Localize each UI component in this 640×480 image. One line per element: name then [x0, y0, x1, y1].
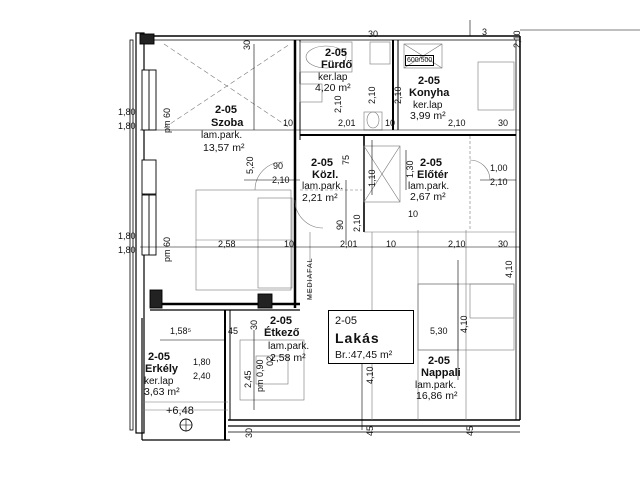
room-name-erkely: Erkély — [145, 363, 179, 375]
corner-mark — [469, 20, 640, 36]
dim-label: 45 — [228, 326, 239, 336]
dim-label: 2,10 — [272, 175, 290, 185]
media-wall-label: MEDIAFAL — [307, 257, 314, 300]
apartment-box: 2-05 Lakás Br.:47,45 m² — [328, 310, 414, 364]
dim-label: 2,45 — [243, 370, 253, 388]
dim-label: 1,10 — [367, 169, 377, 187]
dim-label: 5,20 — [245, 156, 255, 174]
room-code-furdo: 2-05 — [325, 47, 348, 59]
room-area-nappali: 16,86 m² — [416, 390, 458, 402]
room-name-nappali: Nappali — [421, 367, 461, 379]
dim-label: 1,80 — [118, 245, 136, 255]
room-material-szoba: lam.park. — [201, 130, 243, 141]
dim-label: 2,10 — [512, 30, 522, 48]
dim-label: 10 — [408, 209, 419, 219]
room-material-eloter: lam.park. — [408, 181, 450, 192]
room-material-etkezo: lam.park. — [268, 341, 310, 352]
room-material-furdo: ker.lap — [318, 72, 348, 83]
dim-label: 10 — [386, 239, 397, 249]
room-area-furdo: 4,20 m² — [315, 82, 351, 94]
dim-label: 10 — [283, 118, 294, 128]
dim-label: 1,80 — [193, 357, 211, 367]
dim-label: 30 — [498, 118, 509, 128]
dim-label: 02 — [265, 355, 275, 366]
dim-label: 1,80 — [118, 231, 136, 241]
dim-label: 30 — [244, 427, 254, 438]
apartment-code: 2-05 — [335, 315, 358, 327]
dim-label: 1,58⁵ — [170, 326, 192, 336]
dim-label: 1,30 — [405, 160, 415, 178]
dim-label: 2,10 — [448, 118, 466, 128]
level-mark: +6,48 — [166, 405, 194, 417]
dim-label: 45 — [365, 425, 375, 436]
room-area-szoba: 13,57 m² — [203, 142, 245, 154]
dim-label: 90 — [273, 161, 284, 171]
room-name-konyha: Konyha — [409, 87, 450, 99]
room-name-etkezo: Étkező — [264, 327, 300, 339]
dim-label: 1,80 — [118, 121, 136, 131]
room-material-erkely: ker.lap — [144, 376, 174, 387]
room-name-szoba: Szoba — [211, 117, 244, 129]
apartment-name: Lakás — [335, 330, 380, 346]
dim-label: pm 60 — [162, 236, 172, 262]
room-code-szoba: 2-05 — [215, 104, 238, 116]
dim-label: 2,10 — [367, 86, 377, 104]
dim-label: 2,10 — [490, 177, 508, 187]
dim-label: 2,01 — [340, 239, 358, 249]
dim-label: 4,10 — [504, 260, 514, 278]
dim-label: 30 — [368, 29, 379, 39]
dim-label: 2,10 — [448, 239, 466, 249]
room-material-konyha: ker.lap — [413, 100, 443, 111]
dim-label: 2,10 — [333, 95, 343, 113]
room-material-nappali: lam.park. — [415, 380, 457, 391]
room-code-eloter: 2-05 — [420, 157, 443, 169]
dim-label: 30 — [242, 39, 252, 50]
furniture — [142, 41, 516, 432]
dim-label: 4,10 — [459, 315, 469, 333]
dim-label: 45 — [465, 425, 475, 436]
dim-label: pm 60 — [162, 107, 172, 133]
windows — [139, 33, 273, 309]
dim-label: 10 — [284, 239, 295, 249]
room-code-konyha: 2-05 — [418, 75, 441, 87]
dim-label: 2,01 — [338, 118, 356, 128]
room-name-eloter: Előtér — [417, 169, 449, 181]
dim-label: 3 — [482, 27, 488, 37]
dimension-lines — [140, 44, 520, 430]
dim-label: pm 0,90 — [255, 359, 265, 392]
room-material-kozl: lam.park. — [302, 181, 344, 192]
dim-label: 10 — [385, 118, 396, 128]
dim-label: 30 — [249, 319, 259, 330]
dim-label: 5,30 — [430, 326, 448, 336]
room-area-etkezo: 2,58 m² — [270, 352, 306, 364]
dim-label: 2,58 — [218, 239, 236, 249]
room-code-nappali: 2-05 — [428, 355, 451, 367]
room-name-furdo: Fürdő — [321, 59, 353, 71]
dim-label: 1,00 — [490, 163, 508, 173]
dim-label: 4,10 — [365, 366, 375, 384]
dim-label: 75 — [341, 154, 351, 165]
appliance-label: 600/500 — [405, 55, 435, 66]
room-code-etkezo: 2-05 — [270, 315, 293, 327]
dim-label: 1,80 — [118, 107, 136, 117]
room-area-konyha: 3,99 m² — [410, 110, 446, 122]
dim-label: 90 — [335, 219, 345, 230]
room-name-kozl: Közl. — [312, 169, 339, 181]
room-area-kozl: 2,21 m² — [302, 192, 338, 204]
walls — [129, 32, 521, 441]
dim-label: 2,40 — [193, 371, 211, 381]
apartment-area: Br.:47,45 m² — [335, 349, 393, 361]
room-code-kozl: 2-05 — [311, 157, 334, 169]
dim-label: 30 — [498, 239, 509, 249]
dim-label: 2,10 — [393, 86, 403, 104]
dim-label: 2,10 — [352, 214, 362, 232]
room-area-eloter: 2,67 m² — [410, 191, 446, 203]
room-code-erkely: 2-05 — [148, 351, 171, 363]
room-area-erkely: 3,63 m² — [144, 386, 180, 398]
